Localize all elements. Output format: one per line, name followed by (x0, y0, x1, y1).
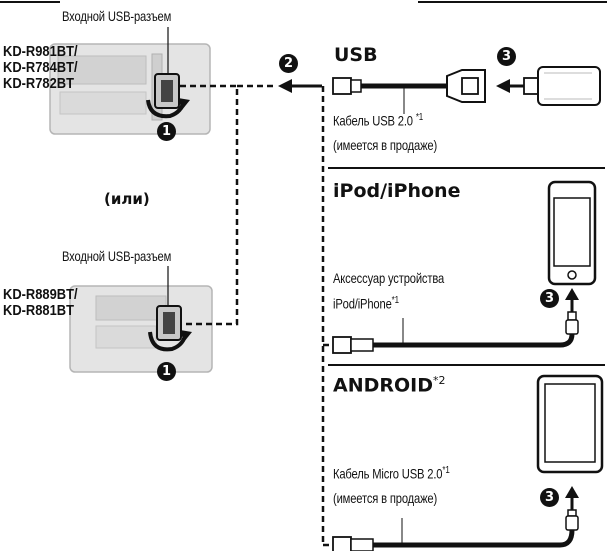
model-name: KD-R881BT (3, 302, 74, 319)
ipod-accessory-footnote: *1 (391, 295, 399, 306)
usb-receptacle (446, 69, 486, 103)
rotate-cover-arrow-top (146, 98, 190, 119)
usb-flash-drive (523, 66, 601, 106)
android-cable-label: Кабель Micro USB 2.0*1 (333, 465, 450, 482)
model-name: KD-R889BT/ (3, 286, 78, 303)
usb-cable-availability: (имеется в продаже) (333, 137, 438, 153)
usb-cable-footnote: *1 (415, 112, 424, 123)
usb-cable-label-text: Кабель USB 2.0 (333, 112, 416, 129)
insert-arrow-usb-stick (496, 79, 524, 93)
iphone-device (547, 180, 597, 286)
usb-port-bottom (156, 305, 182, 341)
model-name: KD-R784BT/ (3, 59, 78, 76)
ipod-cable (373, 333, 575, 348)
step-2-badge: 2 (279, 54, 298, 73)
usb-heading: USB (334, 44, 378, 66)
step-3-badge-android: 3 (540, 488, 559, 507)
connect-arrow-iphone (565, 288, 579, 312)
micro-usb-plug (565, 509, 579, 531)
usb-cable-label: Кабель USB 2.0 *1 (333, 112, 423, 129)
step-3-badge-usb: 3 (497, 47, 516, 66)
android-heading: ANDROID*2 (333, 374, 446, 396)
insert-arrow (278, 79, 322, 93)
android-tablet (536, 374, 604, 474)
port-label-top: Входной USB-разъем (62, 8, 172, 24)
usb-plug-usb-section (332, 77, 362, 95)
model-name: KD-R981BT/ (3, 43, 78, 60)
android-heading-footnote: *2 (433, 374, 446, 387)
ipod-heading: iPod/iPhone (333, 180, 461, 202)
android-cable (373, 529, 575, 548)
usb-port-top (154, 73, 180, 109)
connect-arrow-android (565, 486, 579, 510)
ipod-accessory-model: iPod/iPhone*1 (333, 295, 399, 312)
android-cable-footnote: *1 (442, 465, 450, 476)
model-name: KD-R782BT (3, 75, 74, 92)
step-1-badge-top: 1 (157, 122, 176, 141)
usb-plug-ipod-section (332, 336, 374, 354)
lightning-plug (565, 311, 579, 335)
step-1-badge-bottom: 1 (157, 362, 176, 381)
or-label: (или) (104, 190, 150, 208)
ipod-accessory-label: Аксессуар устройства (333, 270, 445, 286)
usb-plug-android-section (332, 536, 374, 551)
port-label-bottom: Входной USB-разъем (62, 248, 172, 264)
android-heading-text: ANDROID (333, 374, 434, 397)
android-cable-availability: (имеется в продаже) (333, 490, 438, 506)
model-list-top: KD-R981BT/ KD-R784BT/ KD-R782BT (3, 44, 78, 92)
android-cable-label-text: Кабель Micro USB 2.0 (333, 465, 443, 482)
car-stereo-bottom (69, 285, 213, 373)
step-3-badge-ipod: 3 (540, 289, 559, 308)
model-list-bottom: KD-R889BT/ KD-R881BT (3, 287, 78, 319)
connection-dashed-lines (180, 84, 332, 547)
ipod-accessory-model-text: iPod/iPhone (333, 295, 392, 312)
rotate-cover-arrow-bottom (148, 330, 192, 352)
